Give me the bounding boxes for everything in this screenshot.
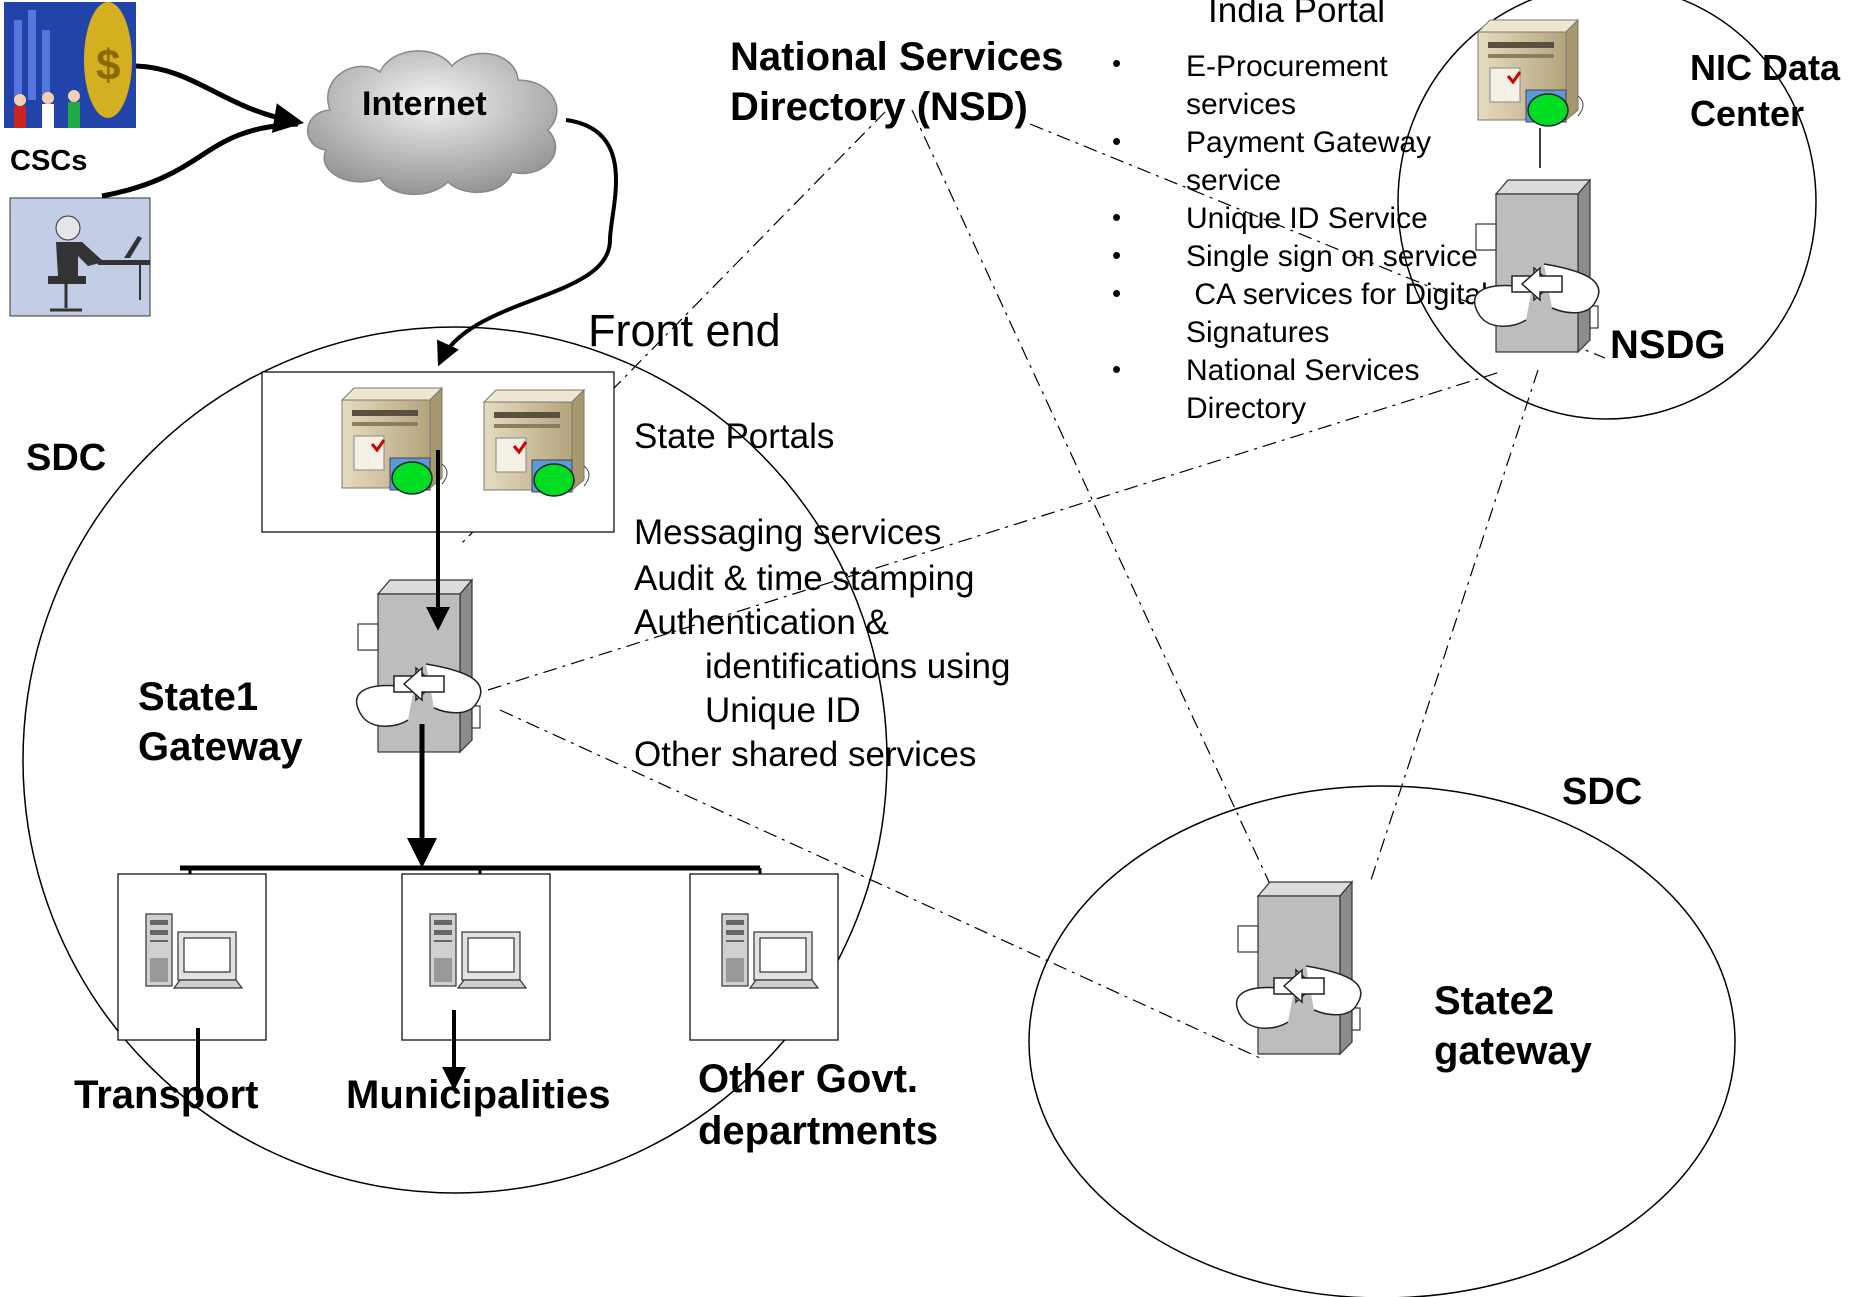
nsd-service-item: Single sign on service <box>1186 240 1478 273</box>
sdc-left-circle <box>22 326 888 1194</box>
bullet: • <box>1112 202 1121 232</box>
bullet: • <box>1112 354 1121 384</box>
transport-label: Transport <box>74 1073 258 1117</box>
nsd-title-line1: National Services <box>730 35 1064 79</box>
other-shared-services-label: Other shared services <box>634 735 976 774</box>
state2-gateway-label: State2 <box>1434 979 1554 1023</box>
gateway-switch-icon <box>1235 881 1362 1055</box>
server-icon <box>1476 18 1585 128</box>
sdc-right-circle <box>1028 785 1736 1297</box>
nic-data-center-circle <box>1397 0 1817 420</box>
bullet: • <box>1112 278 1121 308</box>
server-icon <box>482 388 591 498</box>
state1-gateway-label-2: Gateway <box>138 725 303 769</box>
authentication-label: Authentication & <box>634 603 889 642</box>
bullet: • <box>1112 126 1121 156</box>
bullet: • <box>1112 48 1121 78</box>
nsd-service-item-cont: service <box>1186 164 1281 197</box>
nsdg-label: NSDG <box>1610 323 1726 367</box>
nsd-services-list: • E-Procurement services • Payment Gatew… <box>1112 48 1488 425</box>
state1-gateway-label: State1 <box>138 675 258 719</box>
nsd-title-line2: Directory (NSD) <box>730 85 1028 129</box>
nsd-service-item: CA services for Digital <box>1186 278 1488 311</box>
nic-label-line1: NIC Data <box>1690 47 1841 88</box>
nsd-service-item-cont: Signatures <box>1186 316 1329 349</box>
municipalities-label: Municipalities <box>346 1073 611 1117</box>
nsd-service-item: Payment Gateway <box>1186 126 1431 159</box>
state-portals-label: State Portals <box>634 417 834 456</box>
nsd-service-item: National Services <box>1186 354 1419 387</box>
departments-label: departments <box>698 1109 938 1153</box>
sdc-left-label: SDC <box>26 437 106 479</box>
other-govt-label: Other Govt. <box>698 1057 918 1101</box>
bullet: • <box>1112 240 1121 270</box>
nsd-service-item-cont: services <box>1186 88 1296 121</box>
cscs-label: CSCs <box>10 145 87 177</box>
nic-label-line2: Center <box>1690 93 1804 134</box>
computer-user-icon <box>9 197 151 317</box>
india-portal-label: India Portal <box>1208 0 1385 30</box>
gateway-switch-icon <box>355 579 482 753</box>
svg-text:$: $ <box>96 41 120 90</box>
sdc-right-label: SDC <box>1562 771 1642 813</box>
nsd-service-item: Unique ID Service <box>1186 202 1428 235</box>
internet-to-frontend-link <box>437 118 618 367</box>
unique-id-label: Unique ID <box>705 691 861 730</box>
nsd-service-item-cont: Directory <box>1186 392 1306 425</box>
csc-to-internet-link <box>135 63 304 133</box>
server-icon <box>340 386 449 496</box>
gateway-switch-icon <box>1473 179 1600 353</box>
connector-lines <box>459 109 1606 1059</box>
csc-people-icon: $ <box>4 2 136 128</box>
nsd-service-item: E-Procurement <box>1186 50 1388 83</box>
messaging-services-label: Messaging services <box>634 513 941 552</box>
audit-label: Audit & time stamping <box>634 559 974 598</box>
internet-label: Internet <box>362 85 487 123</box>
internet-cloud-icon <box>307 50 558 195</box>
state2-gateway-label-2: gateway <box>1434 1029 1593 1073</box>
front-end-label: Front end <box>588 305 781 356</box>
user-to-internet-link <box>101 121 299 199</box>
identifications-label: identifications using <box>705 647 1010 686</box>
